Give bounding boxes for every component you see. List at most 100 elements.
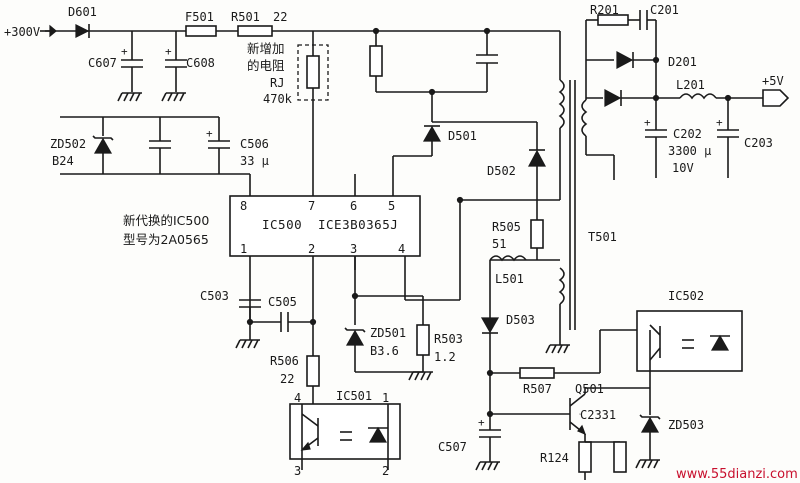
- label-r506-value: 22: [280, 372, 294, 386]
- diode-d501: [392, 92, 442, 196]
- label-d501: D501: [448, 129, 477, 143]
- ic500-ref: IC500: [262, 217, 302, 232]
- ic501-pin-1: 1: [382, 391, 389, 405]
- label-r506: R506: [270, 354, 299, 368]
- label-ic502: IC502: [668, 289, 704, 303]
- label-r503-value: 1.2: [434, 350, 456, 364]
- label-ic501: IC501: [336, 389, 372, 403]
- transformer-t501: [545, 20, 615, 354]
- label-r503: R503: [434, 332, 463, 346]
- ic501-pin-3: 3: [294, 464, 301, 478]
- capacitor-c507: +: [475, 410, 570, 471]
- ic500-pin-4: 4: [398, 242, 405, 256]
- input-rail: [40, 24, 560, 38]
- label-zd502: ZD502: [50, 137, 86, 151]
- capacitor-c607: +: [117, 31, 143, 102]
- capacitor-c202: +: [644, 98, 667, 178]
- inductor-l201: [679, 89, 790, 107]
- svg-text:+: +: [206, 127, 213, 140]
- label-q501: Q501: [575, 382, 604, 396]
- output-snubber: [586, 10, 680, 107]
- label-c203: C203: [744, 136, 773, 150]
- ic500-pin-2: 2: [308, 242, 315, 256]
- optocoupler-ic501: [289, 403, 401, 470]
- label-c201: C201: [650, 3, 679, 17]
- label-r124: R124: [540, 451, 569, 465]
- label-output-voltage: +5V: [762, 74, 784, 88]
- label-zd502-value: B24: [52, 154, 74, 168]
- label-f501: F501: [185, 10, 214, 24]
- zener-zd501: [344, 292, 423, 373]
- capacitor-mid: [149, 117, 171, 174]
- note-rj-line2: 的电阻: [247, 58, 285, 73]
- capacitor-c506: +: [206, 117, 251, 196]
- ic500-pin-7: 7: [308, 199, 315, 213]
- label-zd503: ZD503: [668, 418, 704, 432]
- ic500-pin-6: 6: [350, 199, 357, 213]
- label-r507: R507: [523, 382, 552, 396]
- label-zd501-value: B3.6: [370, 344, 399, 358]
- ic500-pin-8: 8: [240, 199, 247, 213]
- label-r201: R201: [590, 3, 619, 17]
- input-arrow-icon: [49, 24, 57, 38]
- label-c505: C505: [268, 295, 297, 309]
- label-input-voltage: +300V: [4, 25, 40, 39]
- ic500-pin-1: 1: [240, 242, 247, 256]
- ic500-pin-3: 3: [350, 242, 357, 256]
- zener-zd503: [635, 388, 661, 469]
- capacitor-c203: +: [716, 98, 739, 178]
- label-c202-value1: 3300 μ: [668, 144, 711, 158]
- ic500-pin-5: 5: [388, 199, 395, 213]
- resistor-r503: [408, 296, 433, 381]
- svg-text:+: +: [478, 416, 485, 429]
- watermark: www.55dianzi.com: [676, 467, 798, 482]
- label-c507: C507: [438, 440, 467, 454]
- inductor-l501: [489, 255, 527, 262]
- label-c607: C607: [88, 56, 117, 70]
- output-arrow-icon: [762, 89, 790, 107]
- ic501-pin-2: 2: [382, 464, 389, 478]
- zener-zd502: [60, 116, 250, 175]
- ic500-pin-wires: [249, 174, 560, 356]
- label-c506-value: 33 μ: [240, 154, 269, 168]
- fuse-f501: [185, 25, 217, 37]
- capacitor-c608: +: [161, 31, 187, 102]
- label-c202: C202: [673, 127, 702, 141]
- diode-d601: [75, 24, 90, 38]
- svg-text:+: +: [644, 116, 651, 129]
- label-d502: D502: [487, 164, 516, 178]
- label-c202-value2: 10V: [672, 161, 694, 175]
- svg-text:+: +: [716, 116, 723, 129]
- label-c608: C608: [186, 56, 215, 70]
- label-d201: D201: [668, 55, 697, 69]
- label-r505: R505: [492, 220, 521, 234]
- label-r505-value: 51: [492, 237, 506, 251]
- label-l201: L201: [676, 78, 705, 92]
- svg-text:+: +: [165, 45, 172, 58]
- transistor-q501: [569, 387, 650, 442]
- label-c2331: C2331: [580, 408, 616, 422]
- note-ic-line1: 新代换的IC500: [123, 213, 209, 228]
- label-zd501: ZD501: [370, 326, 406, 340]
- note-rj-line4: 470k: [263, 92, 293, 106]
- label-r501: R501: [231, 10, 260, 24]
- resistor-r507: [490, 329, 650, 379]
- resistor-rj: [297, 31, 329, 196]
- resistor-r124: [578, 441, 627, 480]
- svg-text:+: +: [121, 45, 128, 58]
- label-c503: C503: [200, 289, 229, 303]
- note-rj-line1: 新增加: [247, 41, 285, 56]
- snubber-network: [369, 27, 498, 96]
- optocoupler-ic502: [636, 310, 743, 388]
- ic500-chip: [229, 195, 421, 257]
- ic500-part: ICE3B0365J: [318, 217, 398, 232]
- resistor-r506: [306, 355, 320, 404]
- label-d601: D601: [68, 5, 97, 19]
- label-c506: C506: [240, 137, 269, 151]
- resistor-r501: [237, 25, 273, 37]
- diode-d502: [432, 121, 546, 220]
- capacitor-c503: [235, 299, 261, 349]
- note-ic-line2: 型号为2A0565: [123, 232, 209, 247]
